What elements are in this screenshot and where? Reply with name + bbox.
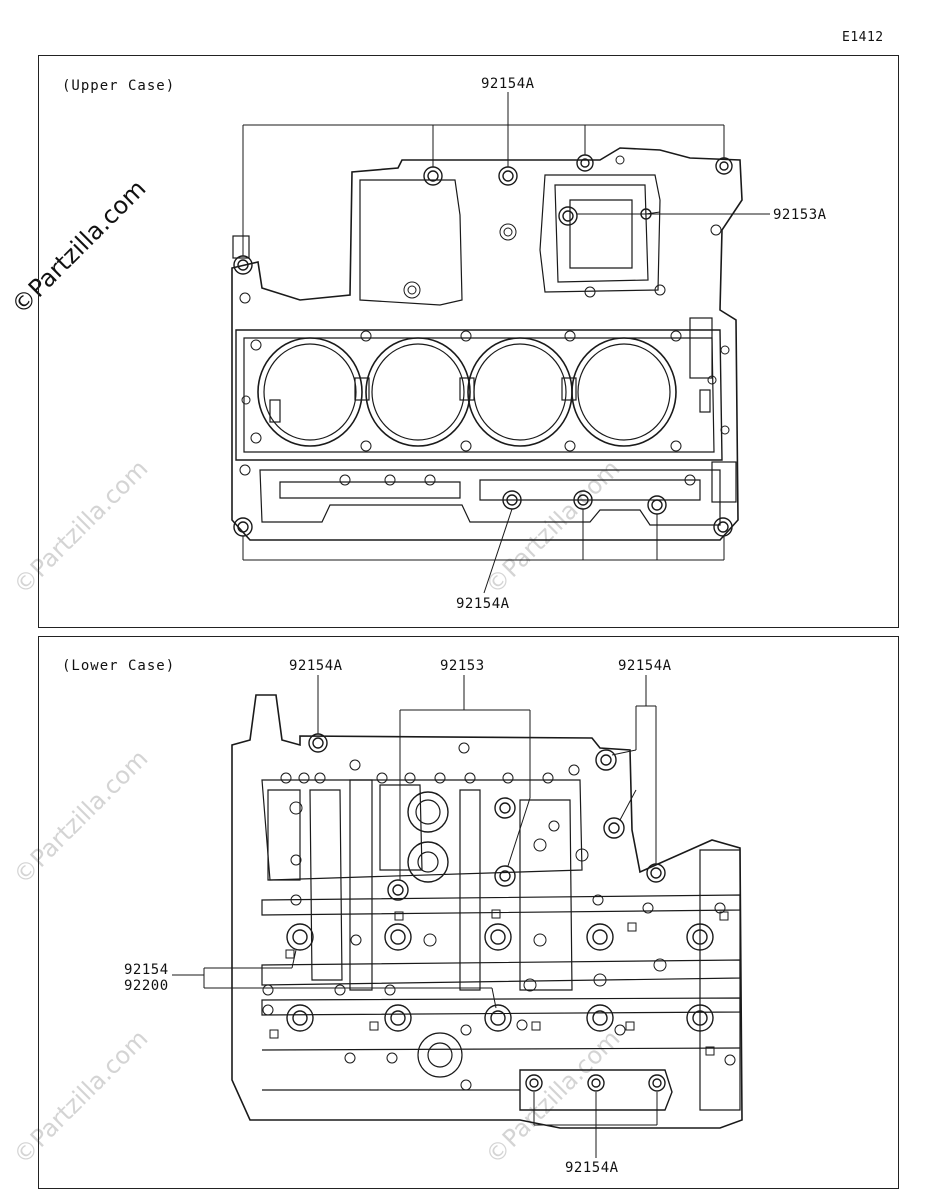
lower-bolts <box>286 733 714 1092</box>
upper-case-body <box>231 147 743 541</box>
lower-leader-lines <box>172 675 658 1158</box>
upper-case-title: (Upper Case) <box>62 78 176 94</box>
upper-label-92153A: 92153A <box>773 207 827 223</box>
upper-case-panel <box>38 55 899 628</box>
upper-label-92154A-bottom: 92154A <box>456 596 510 612</box>
upper-leader-lines <box>242 92 770 594</box>
upper-label-92154A-top: 92154A <box>481 76 535 92</box>
lower-case-panel <box>38 636 899 1189</box>
lower-case-body <box>231 694 743 1129</box>
lower-label-92154A-left: 92154A <box>289 658 343 674</box>
lower-label-92154A-right: 92154A <box>618 658 672 674</box>
lower-label-92154: 92154 <box>124 962 169 978</box>
diagram-code: E1412 <box>842 30 884 45</box>
lower-label-92154A-bottom: 92154A <box>565 1160 619 1176</box>
lower-case-title: (Lower Case) <box>62 658 176 674</box>
lower-label-92153: 92153 <box>440 658 485 674</box>
lower-label-92200: 92200 <box>124 978 169 994</box>
